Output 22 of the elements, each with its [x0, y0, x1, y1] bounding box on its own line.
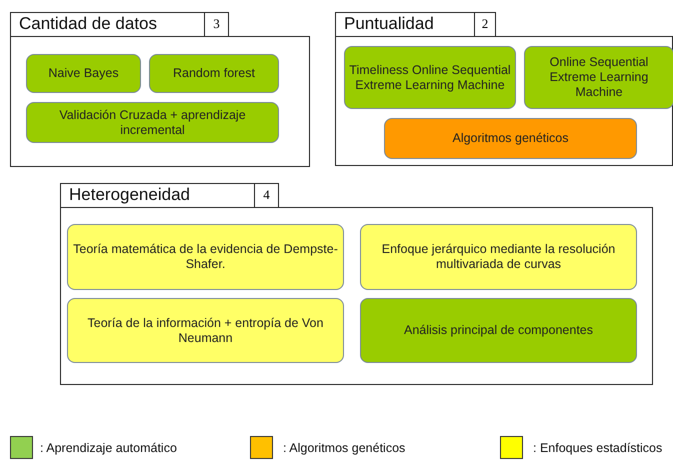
panel-title: Cantidad de datos [10, 12, 205, 37]
legend-label: : Aprendizaje automático [40, 441, 177, 455]
method-box: Naive Bayes [26, 54, 141, 93]
method-box: Teoría matemática de la evidencia de Dempste-Shafer. [67, 224, 344, 290]
method-box: Random forest [149, 54, 279, 93]
group-panel [10, 36, 310, 167]
panel-number: 2 [474, 12, 496, 37]
method-box: Teoría de la información + entropía de Von Neumann [67, 298, 344, 363]
panel-number: 3 [204, 12, 229, 37]
group-panel [335, 36, 673, 166]
panel-number: 4 [254, 183, 279, 208]
method-box: Análisis principal de componentes [360, 298, 637, 363]
legend-label: : Enfoques estadísticos [533, 441, 662, 455]
method-box: Timeliness Online Sequential Extreme Learning Machine [344, 46, 516, 109]
method-box: Algoritmos genéticos [384, 118, 637, 159]
method-box: Online Sequential Extreme Learning Machine [524, 46, 673, 109]
group-panel [60, 207, 653, 385]
legend-label: : Algoritmos genéticos [283, 441, 406, 455]
method-box: Validación Cruzada + aprendizaje incremental [26, 102, 279, 143]
panel-title: Puntualidad [335, 12, 475, 37]
method-box: Enfoque jerárquico mediante la resolución multivariada de curvas [360, 224, 637, 290]
panel-title: Heterogeneidad [60, 183, 255, 208]
